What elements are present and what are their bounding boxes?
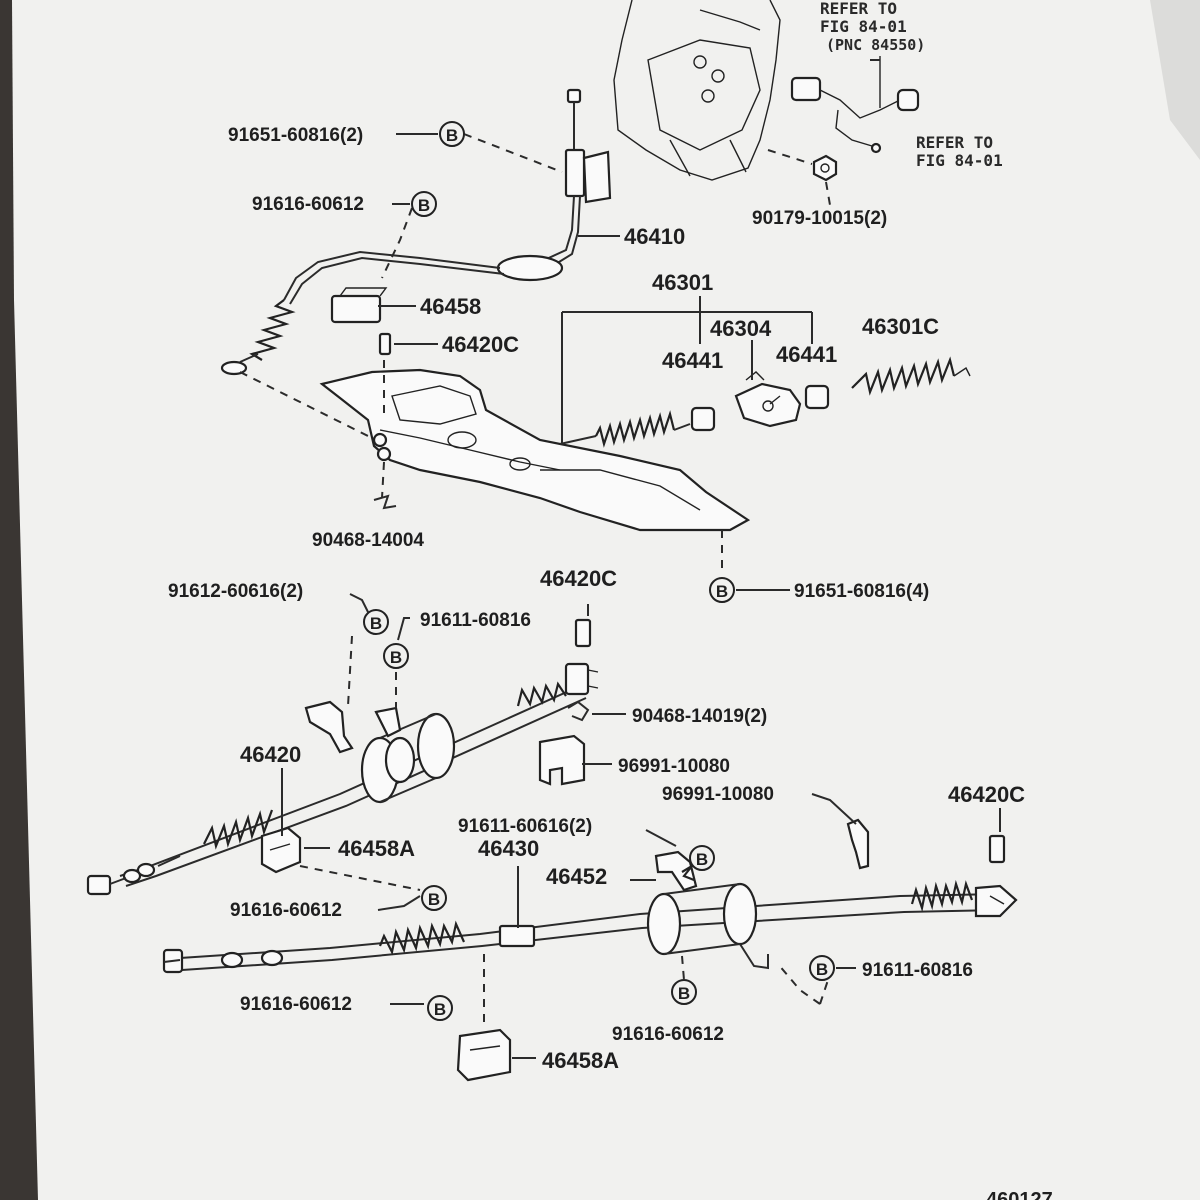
label-46301c: 46301C [862,314,939,339]
pin-46420c-top-drawing [378,332,392,356]
label-91616-60612-top: 91616-60612 [252,194,364,215]
label-46458a-upper: 46458A [338,836,415,861]
leader-lines [281,59,1001,1059]
figure-id: 460127 [986,1189,1053,1200]
label-91651-60816-top: 91651-60816(2) [228,125,363,146]
svg-text:B: B [816,960,828,979]
nut-90179-drawing [767,149,838,206]
label-91616-60612-d: 91616-60612 [612,1024,724,1045]
cable-46430-drawing [162,879,1018,974]
label-91611-60816-a: 91611-60816 [420,610,531,631]
bolt-symbol-7: B [689,845,715,871]
label-90179-10015: 90179-10015(2) [752,208,887,229]
clip-46458a-upper-drawing [260,826,421,891]
bracket-46452-drawing [654,850,829,1005]
paper-sheet [12,0,1200,1200]
clip-90468-14004-drawing [373,494,397,510]
ref1-line2: FIG 84-01 [820,17,907,36]
label-46304: 46304 [710,316,772,341]
label-90468-14004: 90468-14004 [312,530,424,551]
ref1-line3: (PNC 84550) [826,36,925,54]
svg-text:B: B [434,1000,446,1019]
svg-text:B: B [390,648,402,667]
pin-46420c-right-drawing [988,834,1006,864]
bolt-symbol-10: B [427,995,453,1021]
clip-46458a-lower-drawing [456,954,512,1082]
label-46420c-top: 46420C [442,332,519,357]
bracket-91612-drawing [304,635,402,754]
svg-text:B: B [696,850,708,869]
label-46420c-right: 46420C [948,782,1025,807]
label-91651-60816-mid: 91651-60816(4) [794,581,929,602]
spring-46301c-drawing [851,356,971,396]
label-91616-60612-b: 91616-60612 [230,900,342,921]
pin-46420c-mid-drawing [574,618,592,648]
label-46301: 46301 [652,270,713,295]
label-91616-60612-c: 91616-60612 [240,994,352,1015]
label-91611-60616: 91611-60616(2) [458,816,592,837]
clip-46458-drawing [330,287,388,324]
label-91612-60616: 91612-60616(2) [168,581,303,602]
label-96991-10080-b: 96991-10080 [662,784,774,805]
group-46301-bracket [561,296,813,444]
bushing-46441-right-drawing [804,384,830,410]
bolt-symbol-4: B [363,609,389,635]
label-90468-14019: 90468-14019(2) [632,706,767,727]
label-46420c-mid: 46420C [540,566,617,591]
bolt-symbol-2: B [411,191,437,217]
svg-text:B: B [716,582,728,601]
bolt-symbol-5: B [383,643,409,669]
cable-46420-drawing [86,662,599,896]
svg-text:B: B [370,614,382,633]
paper-shadow [1150,0,1200,160]
bolt-symbol-8: B [809,955,835,981]
bolt-symbol-6: B [421,885,447,911]
label-91611-60816-b: 91611-60816 [862,960,973,981]
bushing-46441-left-drawing [690,406,716,432]
floor-bracket-drawing [613,0,781,181]
ref2-line1: REFER TO [916,133,993,152]
label-46458a-lower: 46458A [542,1048,619,1073]
clip-96991-a-drawing [538,734,586,786]
label-46410: 46410 [624,224,685,249]
label-46452: 46452 [546,864,607,889]
clip-90468-14019-drawing [567,700,590,722]
label-46458: 46458 [420,294,481,319]
bolt-symbol-3: B [709,577,735,603]
svg-text:B: B [428,890,440,909]
ref2-line2: FIG 84-01 [916,151,1003,170]
svg-text:B: B [446,126,458,145]
equalizer-46304-drawing [734,371,802,428]
harness-connector-drawing [790,56,920,154]
svg-text:B: B [678,984,690,1003]
bracket-46301-drawing [239,360,751,570]
rod-and-spring-drawing [559,410,691,448]
label-46441-left: 46441 [662,348,723,373]
bolt-symbol-1: B [439,121,465,147]
svg-text:B: B [418,196,430,215]
label-46420: 46420 [240,742,301,767]
bolt-symbol-9: B [671,979,697,1005]
cable-46410-drawing [220,88,612,376]
label-46430: 46430 [478,836,539,861]
label-46441-right: 46441 [776,342,837,367]
ref1-line1: REFER TO [820,0,897,18]
label-96991-10080-a: 96991-10080 [618,756,730,777]
clip-96991-b-drawing [846,818,870,870]
